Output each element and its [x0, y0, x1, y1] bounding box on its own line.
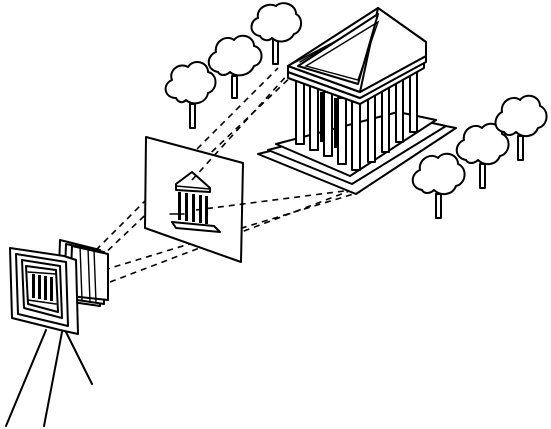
tree — [164, 60, 217, 129]
tree-group-left — [164, 2, 302, 129]
camera — [5, 239, 109, 427]
tree — [207, 34, 263, 99]
tripod — [5, 329, 93, 427]
projection-plane — [144, 71, 353, 263]
tree-group-right — [411, 94, 548, 219]
greek-temple — [257, 7, 457, 195]
camera-image — [25, 265, 59, 313]
tree — [455, 122, 510, 189]
tree — [411, 152, 466, 219]
tree — [250, 2, 302, 65]
projected-temple-image — [169, 171, 221, 233]
tree — [494, 94, 548, 161]
